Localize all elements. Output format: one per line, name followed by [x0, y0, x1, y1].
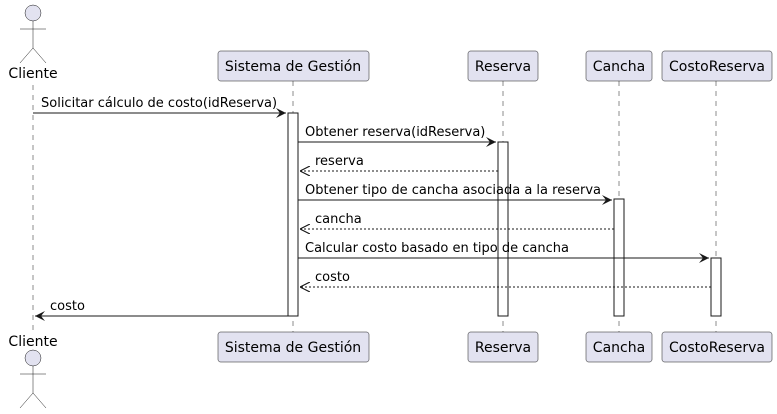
participant-costo-top: CostoReserva: [661, 50, 773, 82]
participant-label: CostoReserva: [669, 59, 765, 75]
actor-head-icon: [24, 4, 42, 22]
message-label: Obtener reserva(idReserva): [305, 125, 485, 140]
message-7: costo: [300, 270, 711, 287]
message-5: cancha: [300, 212, 614, 229]
participant-label: Reserva: [475, 59, 531, 75]
actor-cliente-bottom: Cliente: [8, 334, 58, 409]
message-label: Obtener tipo de cancha asociada a la res…: [305, 183, 601, 198]
participant-label: Cliente: [8, 334, 57, 350]
activation-reserva: [497, 141, 509, 317]
message-1: Solicitar cálculo de costo(idReserva): [33, 96, 286, 118]
participant-sistema-bottom: Sistema de Gestión: [217, 331, 370, 363]
participant-label: Cliente: [8, 66, 57, 82]
message-label: Solicitar cálculo de costo(idReserva): [41, 96, 277, 111]
message-label: cancha: [315, 212, 362, 227]
message-8: costo: [35, 299, 288, 321]
participant-cancha-top: Cancha: [585, 50, 653, 82]
participant-label: Sistema de Gestión: [225, 340, 361, 356]
message-label: Calcular costo basado en tipo de cancha: [305, 241, 569, 256]
participant-label: CostoReserva: [669, 340, 765, 356]
participant-label: Sistema de Gestión: [225, 59, 361, 75]
participant-reserva-top: Reserva: [467, 50, 539, 82]
actor-head-icon: [24, 349, 42, 367]
activation-sistema: [287, 112, 299, 317]
message-label: reserva: [315, 154, 364, 169]
actor-cliente-top: Cliente: [8, 4, 58, 82]
message-4: Obtener tipo de cancha asociada a la res…: [298, 183, 612, 205]
participant-sistema-top: Sistema de Gestión: [217, 50, 370, 82]
participant-label: Cancha: [593, 59, 645, 75]
message-6: Calcular costo basado en tipo de cancha: [298, 241, 709, 263]
message-label: costo: [50, 299, 85, 314]
message-2: Obtener reserva(idReserva): [298, 125, 496, 147]
participant-cancha-bottom: Cancha: [585, 331, 653, 363]
message-3: reserva: [300, 154, 498, 171]
message-label: costo: [315, 270, 350, 285]
participant-costo-bottom: CostoReserva: [661, 331, 773, 363]
participant-label: Reserva: [475, 340, 531, 356]
participant-reserva-bottom: Reserva: [467, 331, 539, 363]
participant-label: Cancha: [593, 340, 645, 356]
activation-costo: [710, 257, 722, 317]
